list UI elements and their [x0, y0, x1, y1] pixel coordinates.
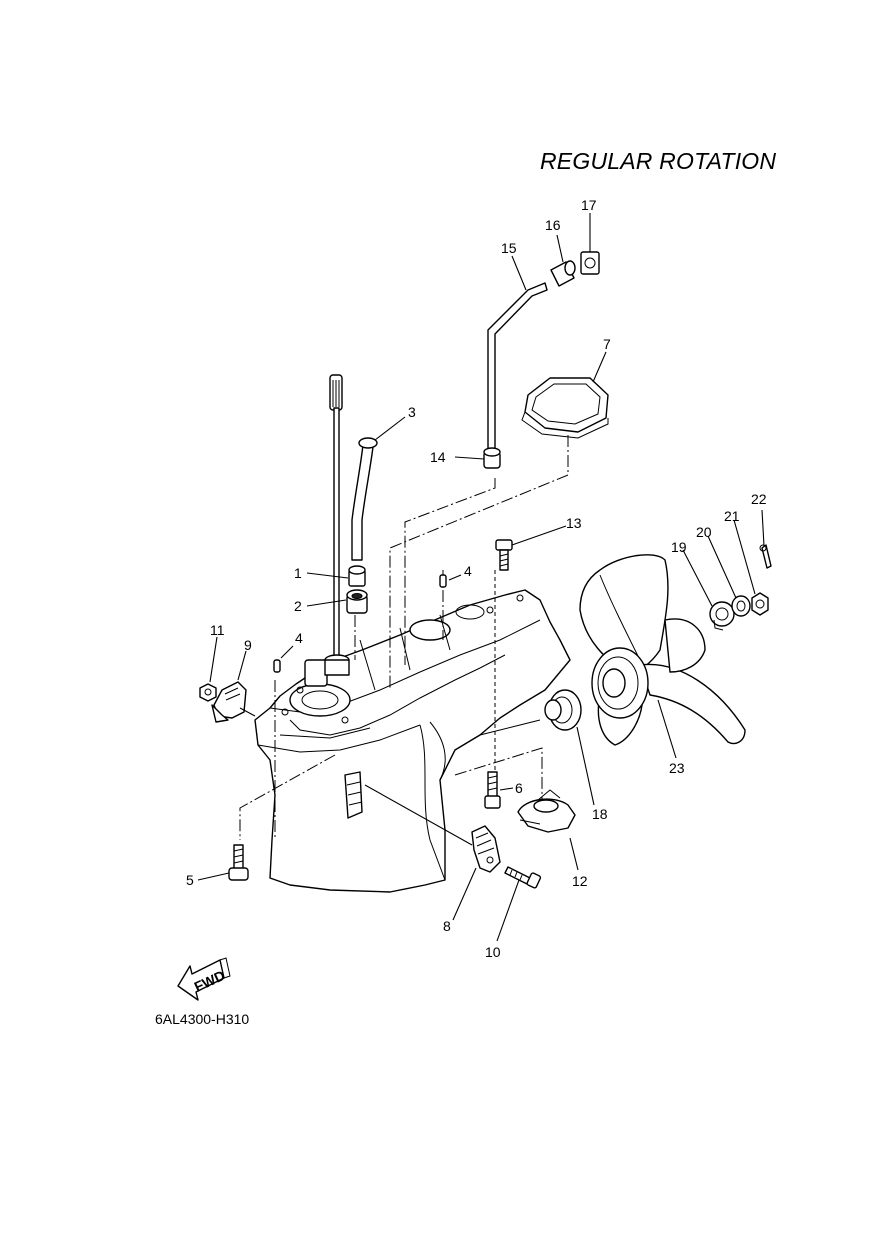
callout-23: 23: [669, 760, 685, 776]
dowel-pin-4a: [439, 574, 447, 588]
trim-tab-9: [211, 681, 256, 723]
callout-15: 15: [501, 240, 517, 256]
water-tube-3: [351, 437, 378, 561]
diagram-title: REGULAR ROTATION: [540, 148, 777, 174]
nut-21: [751, 592, 769, 616]
diagram-code: 6AL4300-H310: [155, 1011, 250, 1027]
trim-tab-8: [471, 825, 501, 873]
thrust-washer-18: [544, 689, 582, 731]
anode-12: [517, 789, 576, 833]
callout-7: 7: [603, 336, 611, 352]
callout-5: 5: [186, 872, 194, 888]
nut-11: [199, 683, 217, 702]
callout-labels: 1 2 3 4 4 5 6 7 8 9 10 11 12 13 14 15 16…: [186, 197, 767, 960]
callout-1: 1: [294, 565, 302, 581]
callout-13: 13: [566, 515, 582, 531]
water-tube-15: [487, 282, 548, 451]
callout-22: 22: [751, 491, 767, 507]
callout-3: 3: [408, 404, 416, 420]
fwd-arrow-icon: FWD: [177, 957, 231, 1001]
callout-2: 2: [294, 598, 302, 614]
grommet-2: [346, 589, 368, 614]
callout-17: 17: [581, 197, 597, 213]
callout-6: 6: [515, 780, 523, 796]
bolt-13: [495, 539, 513, 571]
assembly-lines: [239, 435, 569, 840]
gasket-7: [521, 377, 609, 439]
bolt-6: [484, 771, 501, 809]
callout-9: 9: [244, 637, 252, 653]
grommet-16: [550, 260, 576, 287]
spacer-19: [709, 601, 735, 631]
grommet-14: [483, 447, 501, 469]
callout-8: 8: [443, 918, 451, 934]
callout-16: 16: [545, 217, 561, 233]
callout-18: 18: [592, 806, 608, 822]
callout-21: 21: [724, 508, 740, 524]
callout-14: 14: [430, 449, 446, 465]
callout-4a: 4: [464, 563, 472, 579]
grommet-1: [348, 565, 366, 587]
drive-shaft: [324, 374, 350, 676]
leader-lines: [197, 213, 765, 942]
bolt-5: [228, 844, 249, 881]
callout-4b: 4: [295, 630, 303, 646]
callout-11: 11: [210, 622, 225, 638]
callout-12: 12: [572, 873, 588, 889]
cotter-pin-22: [759, 544, 772, 569]
callout-19: 19: [671, 539, 687, 555]
propeller-23: [579, 554, 746, 746]
callout-10: 10: [485, 944, 501, 960]
clip-17: [580, 251, 600, 275]
dowel-pin-4b: [273, 659, 281, 673]
bolt-10: [504, 866, 542, 889]
callout-20: 20: [696, 524, 712, 540]
washer-20: [731, 595, 751, 617]
